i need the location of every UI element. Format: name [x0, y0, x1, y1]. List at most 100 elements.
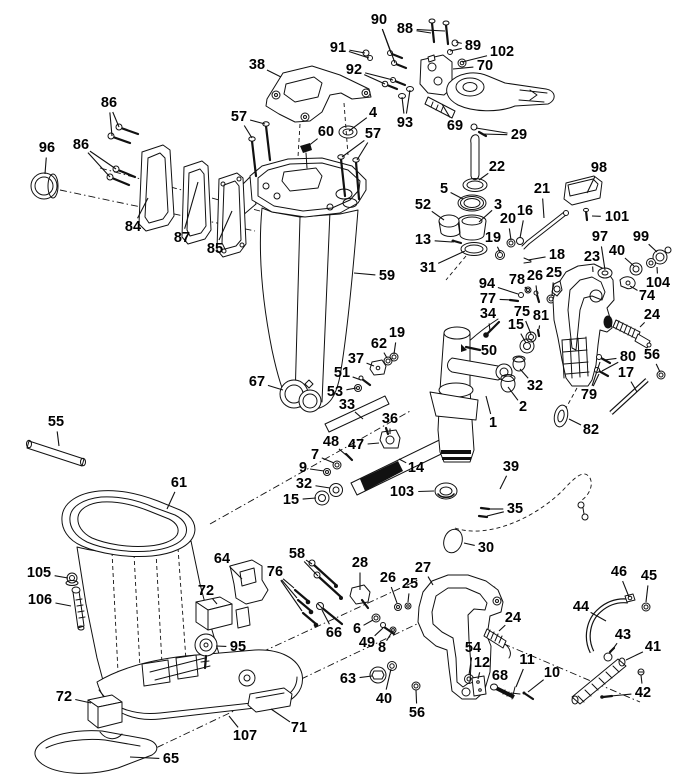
leader-line-94 — [497, 286, 519, 295]
leader-line-44 — [590, 611, 607, 622]
leader-line-13 — [434, 240, 453, 243]
leader-line-42 — [610, 693, 632, 697]
leader-line-87 — [184, 181, 199, 229]
leader-line-1 — [485, 395, 492, 415]
callout-label-61: 61 — [171, 475, 187, 491]
callout-label-85: 85 — [207, 241, 223, 257]
callout-label-106: 106 — [28, 592, 52, 608]
callout-label-96: 96 — [39, 140, 55, 156]
leader-line-60 — [306, 138, 318, 148]
leader-line-20 — [508, 228, 512, 241]
callout-label-23: 23 — [584, 249, 600, 265]
leader-line-93 — [401, 96, 405, 114]
callout-label-21: 21 — [534, 181, 550, 197]
callout-label-72: 72 — [56, 689, 72, 705]
callout-label-32: 32 — [527, 378, 543, 394]
callout-label-52: 52 — [415, 197, 431, 213]
callout-label-26: 26 — [380, 570, 396, 586]
leader-line-75 — [525, 320, 532, 335]
callout-label-76: 76 — [267, 564, 283, 580]
leader-line-19 — [393, 342, 397, 355]
leader-line-43 — [609, 642, 618, 654]
trim-knob — [563, 175, 603, 222]
callout-label-87: 87 — [174, 230, 190, 246]
leader-line-33 — [354, 411, 364, 420]
leader-line-89 — [455, 41, 462, 44]
callout-label-72: 72 — [198, 583, 214, 599]
callout-label-107: 107 — [233, 728, 257, 744]
leader-line-80 — [601, 361, 619, 372]
leader-line-2 — [507, 386, 519, 401]
callout-label-97: 97 — [592, 229, 608, 245]
callout-label-27: 27 — [415, 560, 431, 576]
leader-line-15 — [302, 497, 317, 500]
callout-label-59: 59 — [379, 268, 395, 284]
leader-line-56 — [415, 689, 418, 704]
leader-line-25 — [551, 282, 554, 297]
callout-label-32: 32 — [296, 476, 312, 492]
callout-label-45: 45 — [641, 568, 657, 584]
callout-label-77: 77 — [480, 291, 496, 307]
leader-line-74 — [629, 285, 638, 291]
leader-line-70 — [452, 66, 474, 70]
leader-line-58 — [303, 561, 319, 577]
callout-label-95: 95 — [230, 639, 246, 655]
lower-mount-bracket — [293, 559, 535, 701]
leader-line-38 — [266, 69, 282, 78]
leader-line-40 — [385, 668, 392, 690]
leader-line-102 — [461, 55, 488, 63]
leader-line-6 — [363, 619, 374, 626]
leader-line-18 — [527, 256, 546, 261]
callout-label-101: 101 — [605, 209, 629, 225]
callout-label-88: 88 — [397, 21, 413, 37]
leader-line-96 — [44, 157, 47, 175]
callout-label-37: 37 — [348, 351, 364, 367]
callout-label-29: 29 — [511, 127, 527, 143]
leader-line-53 — [346, 387, 357, 391]
callout-label-102: 102 — [490, 44, 514, 60]
callout-label-60: 60 — [318, 124, 334, 140]
callout-label-44: 44 — [573, 599, 589, 615]
callout-label-62: 62 — [371, 336, 387, 352]
callout-label-103: 103 — [390, 484, 414, 500]
callout-label-105: 105 — [27, 565, 51, 581]
center-swivel-assembly — [26, 326, 592, 554]
leader-line-79 — [592, 373, 600, 387]
callout-label-86: 86 — [73, 137, 89, 153]
callout-label-98: 98 — [591, 160, 607, 176]
callout-label-58: 58 — [289, 546, 305, 562]
callout-label-25: 25 — [402, 576, 418, 592]
callout-label-56: 56 — [409, 705, 425, 721]
callout-label-6: 6 — [353, 621, 361, 637]
leader-line-55 — [56, 431, 60, 447]
leader-line-29 — [481, 133, 508, 136]
leader-line-32 — [519, 368, 529, 379]
callout-label-33: 33 — [339, 397, 355, 413]
leader-line-93 — [405, 89, 411, 114]
leader-line-51 — [352, 376, 362, 381]
leader-line-81 — [538, 325, 541, 330]
leader-line-86 — [112, 111, 120, 128]
callout-label-1: 1 — [489, 415, 497, 431]
callout-label-66: 66 — [326, 625, 342, 641]
leader-line-67 — [267, 384, 284, 391]
leader-line-37 — [366, 362, 375, 367]
leader-line-64 — [228, 565, 243, 580]
leader-line-21 — [542, 198, 545, 219]
callout-label-75: 75 — [514, 304, 530, 320]
leader-line-57 — [356, 142, 369, 161]
leader-line-90 — [381, 28, 396, 64]
leader-line-92 — [365, 72, 394, 81]
leader-line-71 — [270, 708, 291, 723]
callout-label-63: 63 — [340, 671, 356, 687]
callout-label-74: 74 — [639, 288, 655, 304]
leader-line-57 — [249, 119, 266, 125]
leader-line-14 — [398, 458, 407, 464]
leader-line-65 — [129, 756, 160, 759]
callout-label-78: 78 — [509, 272, 525, 288]
callout-label-39: 39 — [503, 459, 519, 475]
callout-label-80: 80 — [620, 349, 636, 365]
leader-line-8 — [386, 631, 393, 642]
leader-line-88 — [416, 30, 432, 34]
